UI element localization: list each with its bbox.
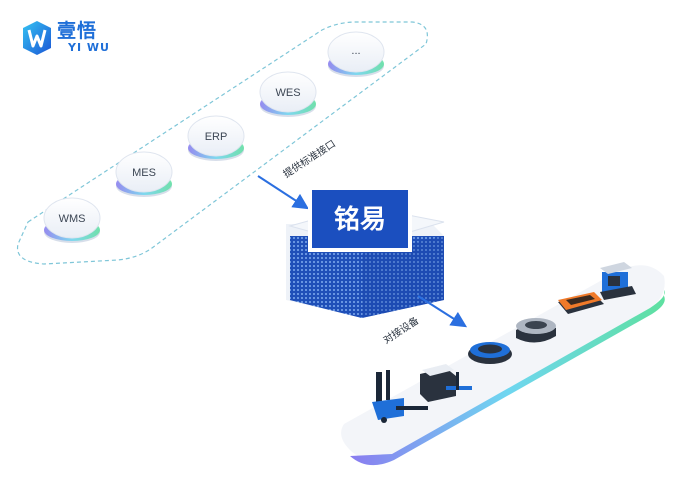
orange-agv-icon [558,292,604,314]
system-label-mes: MES [132,167,156,179]
hub-label: 铭易 [334,205,386,235]
interface-label: 提供标准接口 [281,137,338,181]
lifting-agv-icon [468,342,512,364]
brand-logo: 壹悟 YI WU [22,18,132,62]
device-label: 对接设备 [381,314,422,347]
pallet-forklift-icon [420,364,472,402]
interface-arrow [257,175,310,210]
hub-cube: 铭易 [286,186,445,318]
system-disk-wms: WMS [43,197,101,243]
system-label-erp: ERP [205,131,228,143]
system-disk-mes: MES [115,151,173,197]
brand-name-cn: 壹悟 [57,20,98,42]
system-disk-erp: ERP [187,115,245,161]
brand-name-en: YI WU [68,41,110,54]
gray-agv-icon [516,318,556,343]
system-disk-more: ... [327,31,385,77]
system-disk-wes: WES [259,71,317,117]
systems-band [16,21,428,265]
brand-mark-icon [23,21,51,55]
box-lift-robot-icon [600,262,636,300]
device-platform [341,265,665,466]
system-label-wms: WMS [59,213,86,225]
pallet-stacker-icon [372,370,428,423]
system-label-wes: WES [275,87,300,99]
system-label-more: ... [351,45,360,57]
device-arrow [417,295,468,328]
